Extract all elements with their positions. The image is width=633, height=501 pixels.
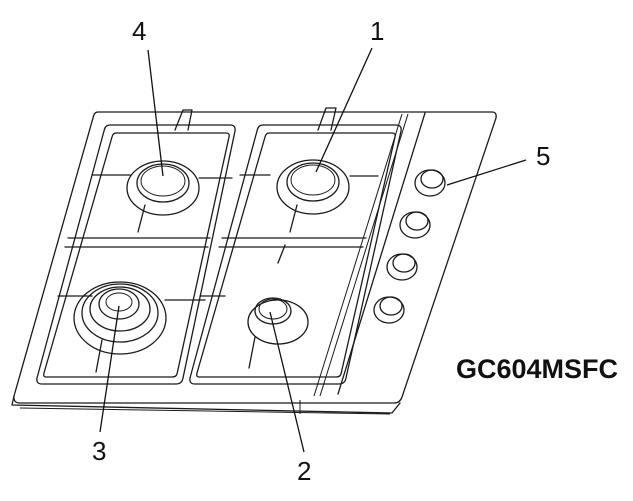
model-label: GC604MSFC (456, 354, 618, 384)
leader-5 (446, 159, 527, 186)
leader-lines (99, 47, 527, 453)
pan-support-left (36, 109, 236, 385)
control-knobs (373, 169, 446, 324)
control-knob (399, 211, 431, 239)
callout-3: 3 (92, 436, 106, 466)
callout-2: 2 (297, 456, 311, 486)
leader-4 (147, 49, 164, 177)
pan-support-right (189, 107, 402, 385)
hob-body (11, 111, 497, 415)
burner-4 (126, 160, 233, 233)
leader-2 (269, 311, 305, 453)
burner-2 (247, 297, 309, 369)
control-knob (373, 296, 405, 324)
callout-1: 1 (370, 16, 384, 46)
callout-5: 5 (536, 141, 550, 171)
leader-1 (315, 47, 373, 173)
control-knob (414, 169, 446, 197)
burner-1 (276, 159, 350, 233)
leader-3 (99, 305, 120, 433)
callout-4: 4 (132, 16, 146, 46)
burner-3 (73, 281, 206, 373)
control-knob (386, 253, 418, 281)
